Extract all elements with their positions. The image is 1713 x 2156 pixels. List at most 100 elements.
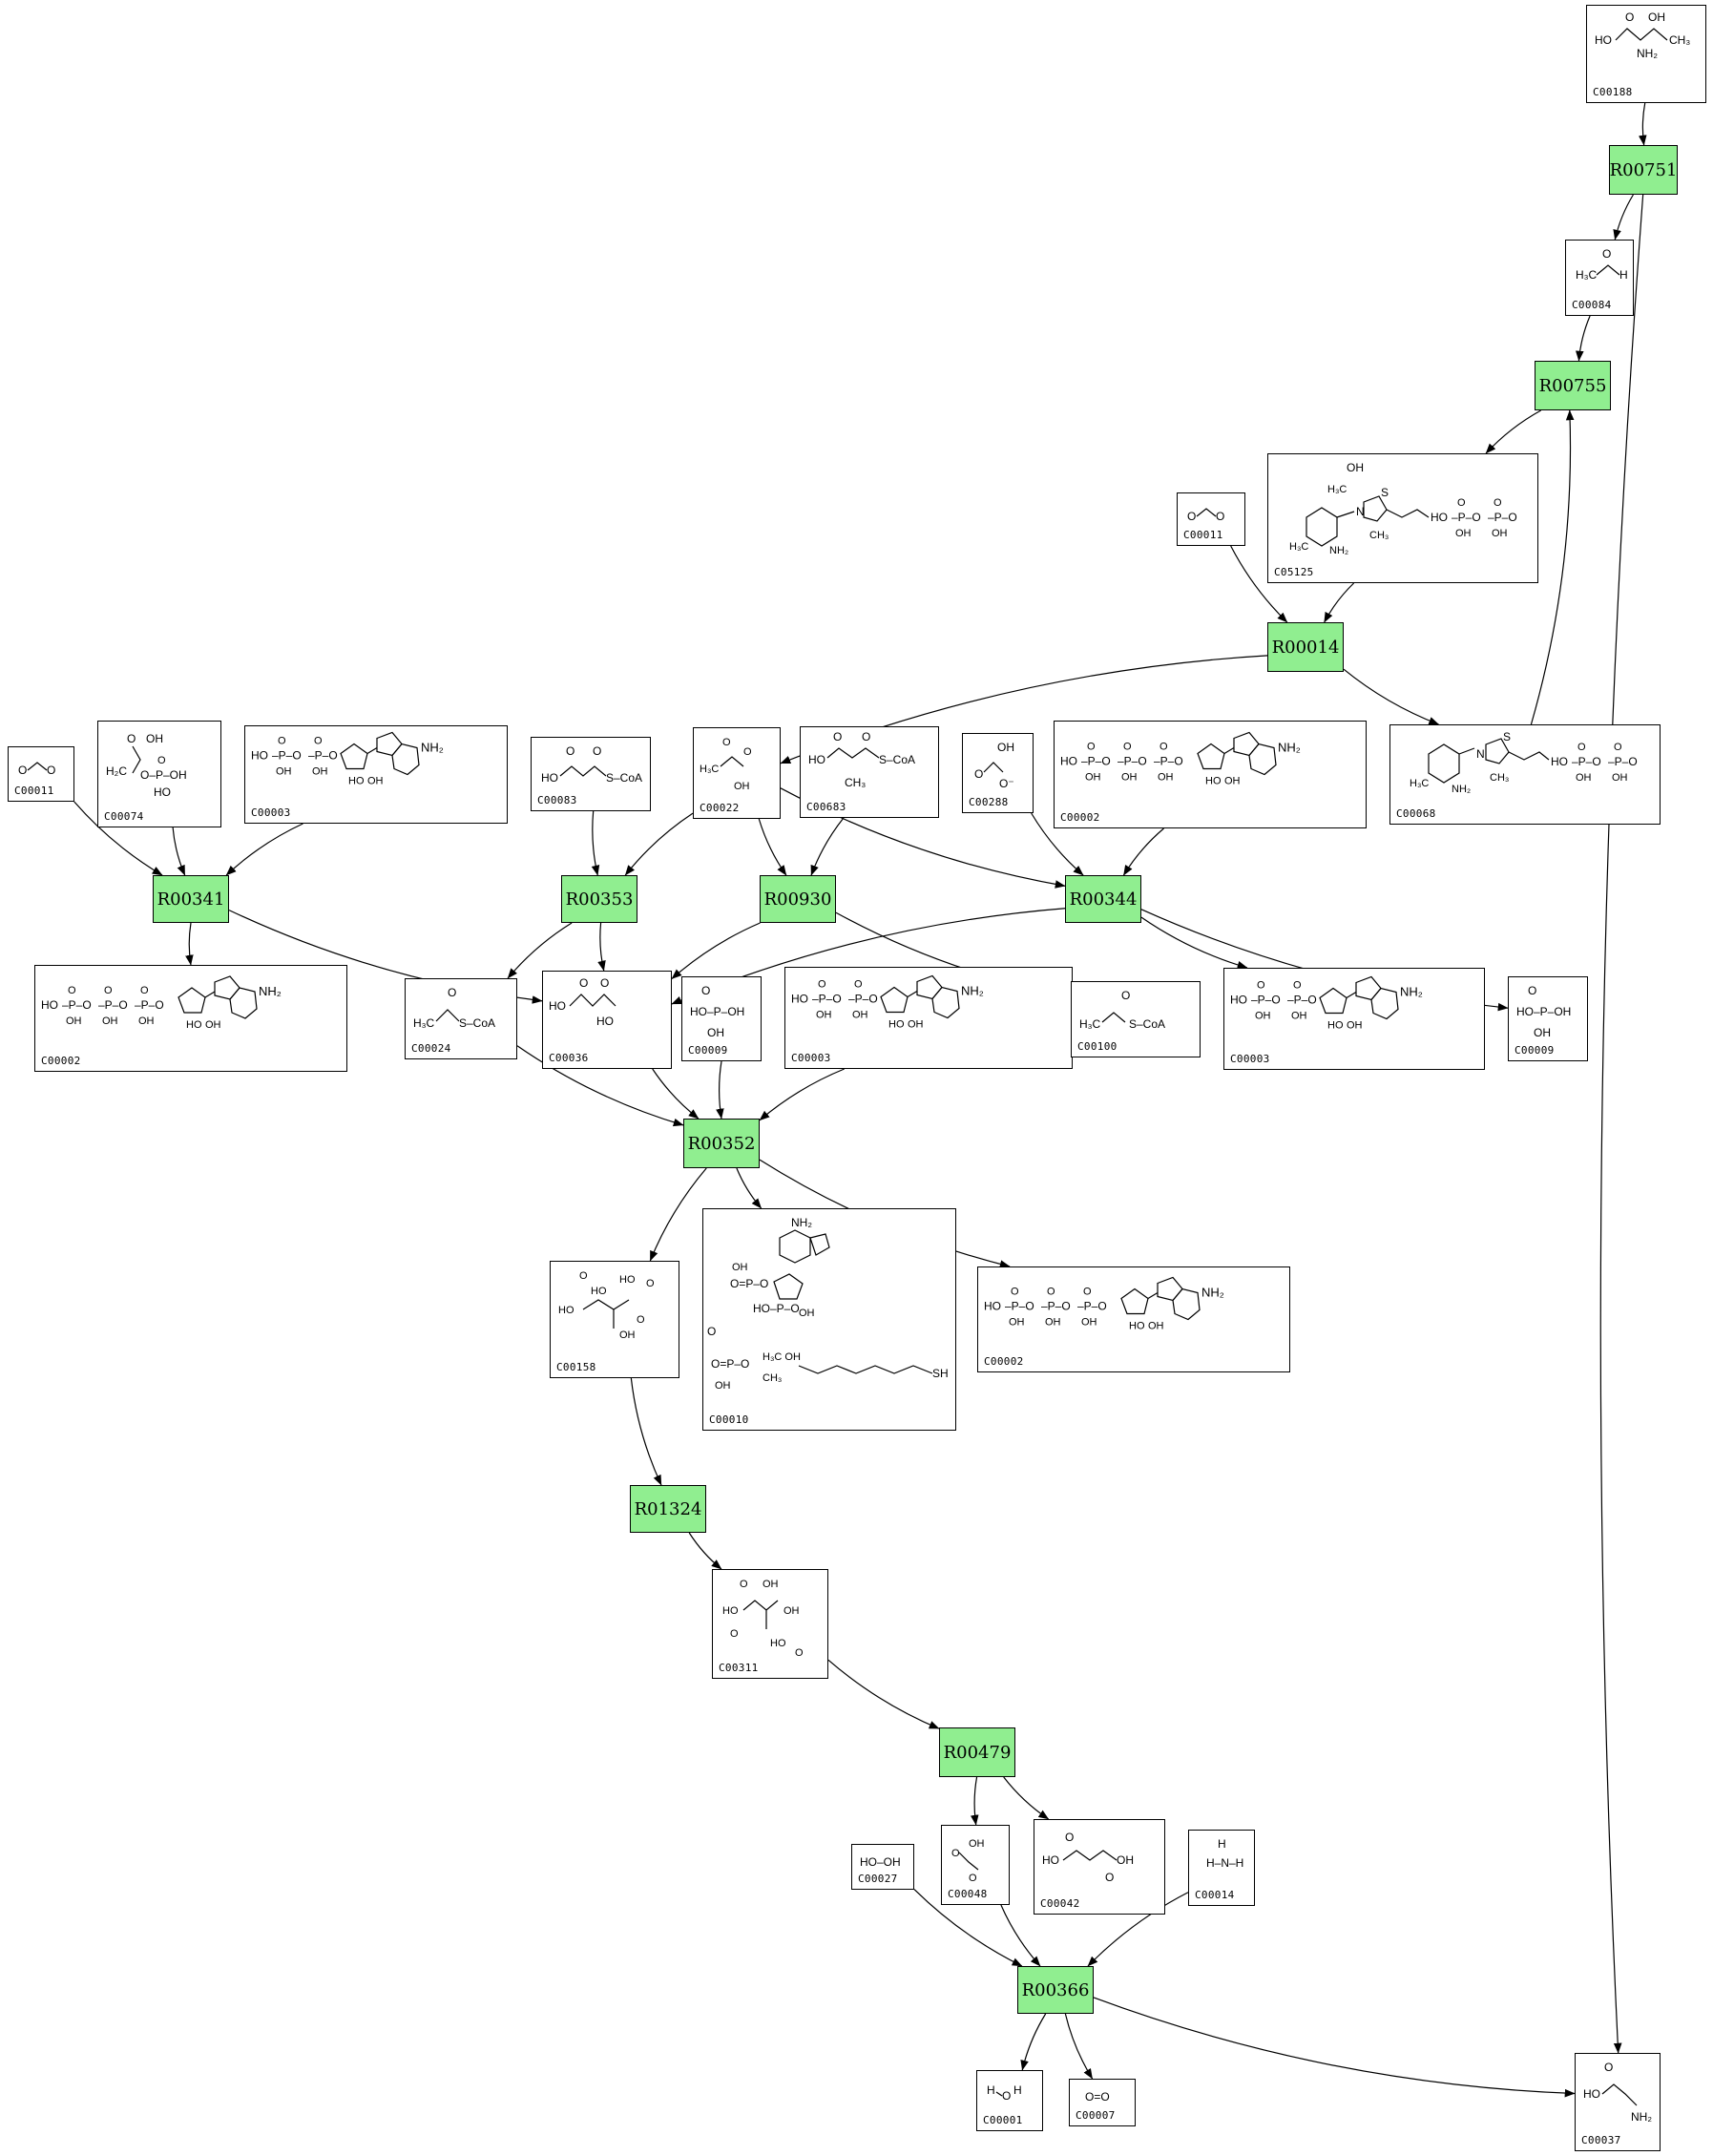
- edge-r00014-to-c00068: [1343, 668, 1440, 725]
- compound-id-label: C00002: [1060, 811, 1100, 824]
- svg-text:O: O: [730, 1628, 739, 1640]
- reaction-node-r00353[interactable]: R00353: [561, 875, 637, 923]
- reaction-node-r00352[interactable]: R00352: [683, 1119, 760, 1168]
- svg-text:NH₂: NH₂: [791, 1216, 812, 1229]
- svg-text:O: O: [1121, 989, 1130, 1002]
- reaction-node-r00014[interactable]: R00014: [1267, 622, 1344, 672]
- reaction-node-r00930[interactable]: R00930: [760, 875, 836, 923]
- svg-text:OH: OH: [1255, 1011, 1271, 1022]
- svg-text:O: O: [969, 1873, 977, 1884]
- reaction-node-r00366[interactable]: R00366: [1017, 1966, 1094, 2014]
- svg-text:O: O: [1087, 742, 1096, 753]
- edge-c00022-to-r00930: [758, 818, 787, 876]
- reaction-node-r00341[interactable]: R00341: [153, 875, 229, 923]
- svg-text:OH: OH: [816, 1010, 832, 1021]
- compound-id-label: C00084: [1572, 299, 1612, 311]
- compound-id-label: C00011: [1183, 529, 1223, 541]
- compound-id-label: C00311: [719, 1662, 759, 1674]
- svg-text:O: O: [1457, 497, 1466, 509]
- svg-text:O: O: [854, 979, 863, 991]
- svg-text:–P–O: –P–O: [62, 998, 92, 1012]
- svg-text:S–CoA: S–CoA: [459, 1016, 495, 1030]
- svg-text:O=P–O: O=P–O: [711, 1357, 749, 1371]
- svg-text:O: O: [637, 1314, 645, 1326]
- svg-text:H₃C OH: H₃C OH: [762, 1351, 801, 1363]
- svg-text:–P–O: –P–O: [1005, 1300, 1034, 1313]
- svg-text:O: O: [740, 1579, 748, 1590]
- compound-id-label: C00100: [1077, 1040, 1118, 1053]
- svg-text:H₃C: H₃C: [1410, 778, 1429, 789]
- svg-text:–P–O: –P–O: [98, 998, 128, 1012]
- svg-text:OH: OH: [707, 1026, 724, 1039]
- svg-text:OH: OH: [732, 1262, 748, 1273]
- compound-id-label: C00014: [1195, 1889, 1235, 1901]
- svg-text:H₃C: H₃C: [1289, 541, 1308, 553]
- reaction-node-r00751[interactable]: R00751: [1609, 145, 1678, 195]
- edge-r00366-to-c00001: [1020, 2013, 1047, 2071]
- svg-text:O: O: [1293, 980, 1302, 992]
- svg-text:–P–O: –P–O: [848, 993, 878, 1006]
- compound-id-label: C00010: [709, 1413, 749, 1426]
- svg-text:HO: HO: [722, 1605, 739, 1617]
- ammonia-structure-icon: HH–N–H: [1206, 1837, 1243, 1870]
- edge-r01324-to-c00311: [688, 1532, 722, 1570]
- reaction-node-r00479[interactable]: R00479: [939, 1727, 1015, 1777]
- reaction-node-r00344[interactable]: R00344: [1065, 875, 1141, 923]
- svg-text:OH: OH: [1121, 772, 1138, 784]
- compound-id-label: C00188: [1593, 86, 1633, 98]
- svg-text:OH: OH: [1148, 1321, 1164, 1332]
- svg-text:N: N: [1356, 505, 1365, 518]
- svg-text:HO: HO: [541, 771, 558, 785]
- edge-c00311-to-r00479: [827, 1659, 940, 1729]
- svg-text:NH₂: NH₂: [961, 984, 984, 998]
- svg-text:OH: OH: [1576, 772, 1592, 784]
- reaction-node-r00755[interactable]: R00755: [1535, 361, 1611, 410]
- svg-text:O=P–O: O=P–O: [730, 1277, 768, 1290]
- svg-text:OH: OH: [1009, 1317, 1025, 1329]
- reaction-node-r01324[interactable]: R01324: [630, 1485, 706, 1533]
- svg-text:OH: OH: [852, 1010, 868, 1021]
- edge-r00352-to-c00010: [736, 1167, 762, 1209]
- svg-text:–P–O: –P–O: [272, 749, 302, 763]
- edge-c00002a-to-r00344: [1122, 827, 1164, 876]
